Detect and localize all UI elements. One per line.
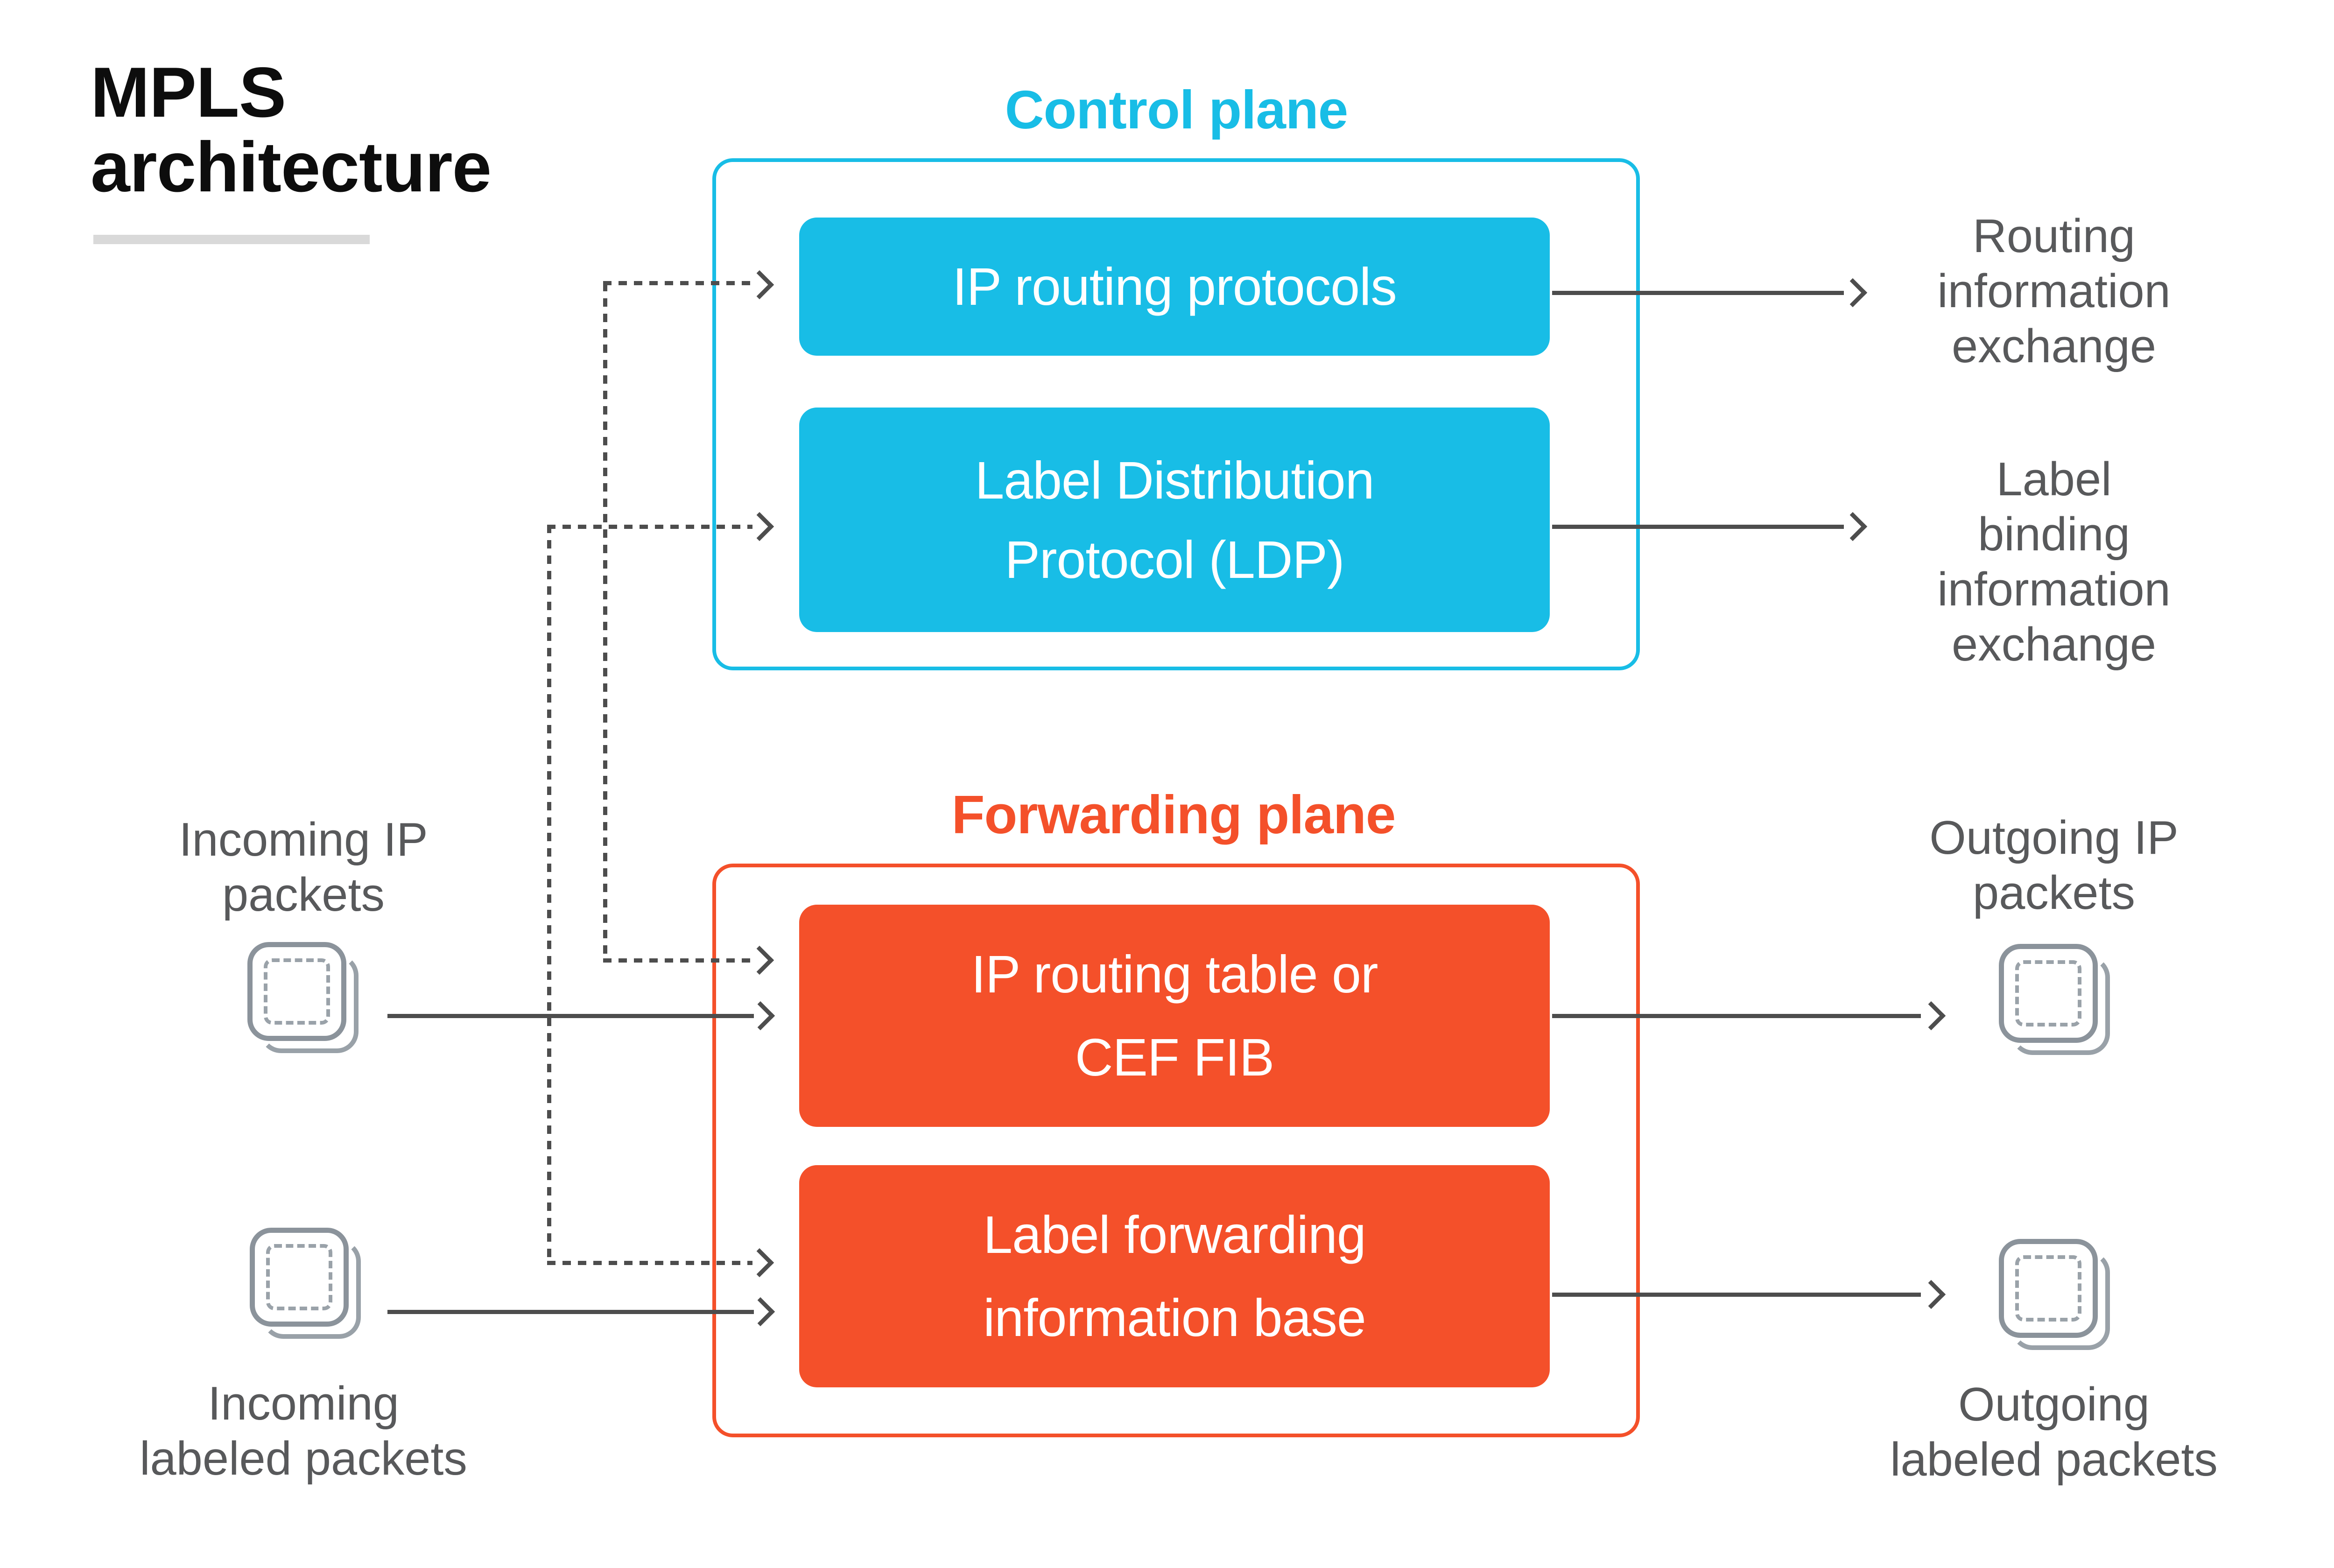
outgoing-labeled-packets-label: Outgoing labeled packets (1797, 1377, 2311, 1487)
title-underline-rule (93, 235, 370, 244)
arrow-incoming-labeled-to-lfib (387, 1310, 754, 1314)
packet-dotted-inner (266, 1244, 332, 1310)
dashed-arrow-into-ip-routing-table (603, 958, 752, 963)
packet-stack-back (2011, 1251, 2110, 1350)
node-label-forwarding-information-base: Label forwarding information base (799, 1165, 1550, 1387)
label-binding-line-1: Label (1996, 453, 2112, 506)
arrow-routing-table-to-outgoing-ip (1552, 1014, 1921, 1018)
node-ldp-label-line-1: Label Distribution (975, 450, 1374, 510)
dashed-arrow-into-ldp (547, 525, 752, 529)
packet-stack-front (250, 1228, 349, 1327)
arrow-lfib-to-outgoing-labeled (1552, 1293, 1921, 1297)
outgoing-ip-line-2: packets (1972, 867, 2136, 919)
incoming-labeled-line-2: labeled packets (140, 1433, 467, 1485)
forwarding-plane-title: Forwarding plane (951, 784, 1396, 845)
incoming-labeled-packets-icon (250, 1228, 362, 1340)
outgoing-ip-packets-icon (1999, 944, 2111, 1056)
node-lfib-label-line-2: information base (983, 1288, 1366, 1347)
packet-stack-back (260, 954, 359, 1053)
control-plane-title: Control plane (1005, 79, 1349, 140)
outgoing-labeled-packets-icon (1999, 1239, 2111, 1351)
node-lfib-label-line-1: Label forwarding (983, 1205, 1366, 1264)
label-binding-line-3: information (1937, 563, 2171, 616)
arrow-routing-information-exchange (1552, 291, 1844, 295)
packet-stack-front (1999, 944, 2098, 1043)
packet-stack-back (2011, 956, 2110, 1055)
node-ip-routing-protocols-label: IP routing protocols (952, 257, 1397, 316)
dashed-connector-a-vertical (603, 283, 607, 960)
routing-exchange-line-2: information (1937, 265, 2171, 317)
dashed-arrow-into-lfib (547, 1261, 752, 1265)
arrow-incoming-ip-to-routing-table (387, 1014, 754, 1018)
page-title-line-1: MPLS (91, 53, 286, 132)
node-label-distribution-protocol: Label Distribution Protocol (LDP) (799, 408, 1550, 632)
incoming-labeled-line-1: Incoming (208, 1378, 399, 1430)
page-title-line-2: architecture (91, 127, 492, 207)
outgoing-labeled-line-2: labeled packets (1890, 1434, 2218, 1486)
forwarding-plane-outline-box (712, 864, 1640, 1437)
node-ip-routing-table-or-cef-fib: IP routing table or CEF FIB (799, 905, 1550, 1127)
node-ldp-label-line-2: Protocol (LDP) (1005, 530, 1344, 589)
packet-stack-front (1999, 1239, 2098, 1338)
node-ip-routing-protocols: IP routing protocols (799, 218, 1550, 356)
outgoing-labeled-line-1: Outgoing (1958, 1378, 2150, 1431)
incoming-ip-packets-icon (247, 942, 359, 1054)
incoming-labeled-packets-label: Incoming labeled packets (47, 1376, 560, 1486)
routing-exchange-line-3: exchange (1951, 320, 2157, 373)
outgoing-ip-packets-label: Outgoing IP packets (1797, 810, 2311, 921)
packet-dotted-inner (264, 958, 330, 1025)
label-binding-line-2: binding (1978, 508, 2130, 561)
page-title: MPLS architecture (91, 53, 492, 207)
control-plane-outline-box (712, 158, 1640, 670)
dashed-arrow-into-ip-routing-protocols (603, 281, 752, 285)
node-ip-routing-table-label-line-2: CEF FIB (1075, 1028, 1274, 1087)
node-ip-routing-table-label-line-1: IP routing table or (971, 945, 1378, 1004)
incoming-ip-packets-label: Incoming IP packets (47, 812, 560, 922)
arrow-label-binding-information-exchange (1552, 525, 1844, 529)
arrowhead-outgoing-ip-icon (1916, 1001, 1946, 1031)
dashed-connector-b-vertical (547, 525, 551, 1263)
packet-stack-back (262, 1240, 361, 1339)
routing-exchange-line-1: Routing (1972, 210, 2136, 262)
incoming-ip-line-2: packets (222, 869, 385, 921)
packet-stack-front (247, 942, 346, 1041)
packet-dotted-inner (2015, 1255, 2081, 1322)
label-binding-information-exchange-label: Label binding information exchange (1797, 452, 2311, 672)
label-binding-line-4: exchange (1951, 619, 2157, 671)
incoming-ip-line-1: Incoming IP (179, 814, 428, 866)
outgoing-ip-line-1: Outgoing IP (1929, 812, 2179, 864)
packet-dotted-inner (2015, 960, 2081, 1027)
routing-information-exchange-label: Routing information exchange (1797, 209, 2311, 374)
arrowhead-outgoing-labeled-icon (1916, 1280, 1946, 1309)
